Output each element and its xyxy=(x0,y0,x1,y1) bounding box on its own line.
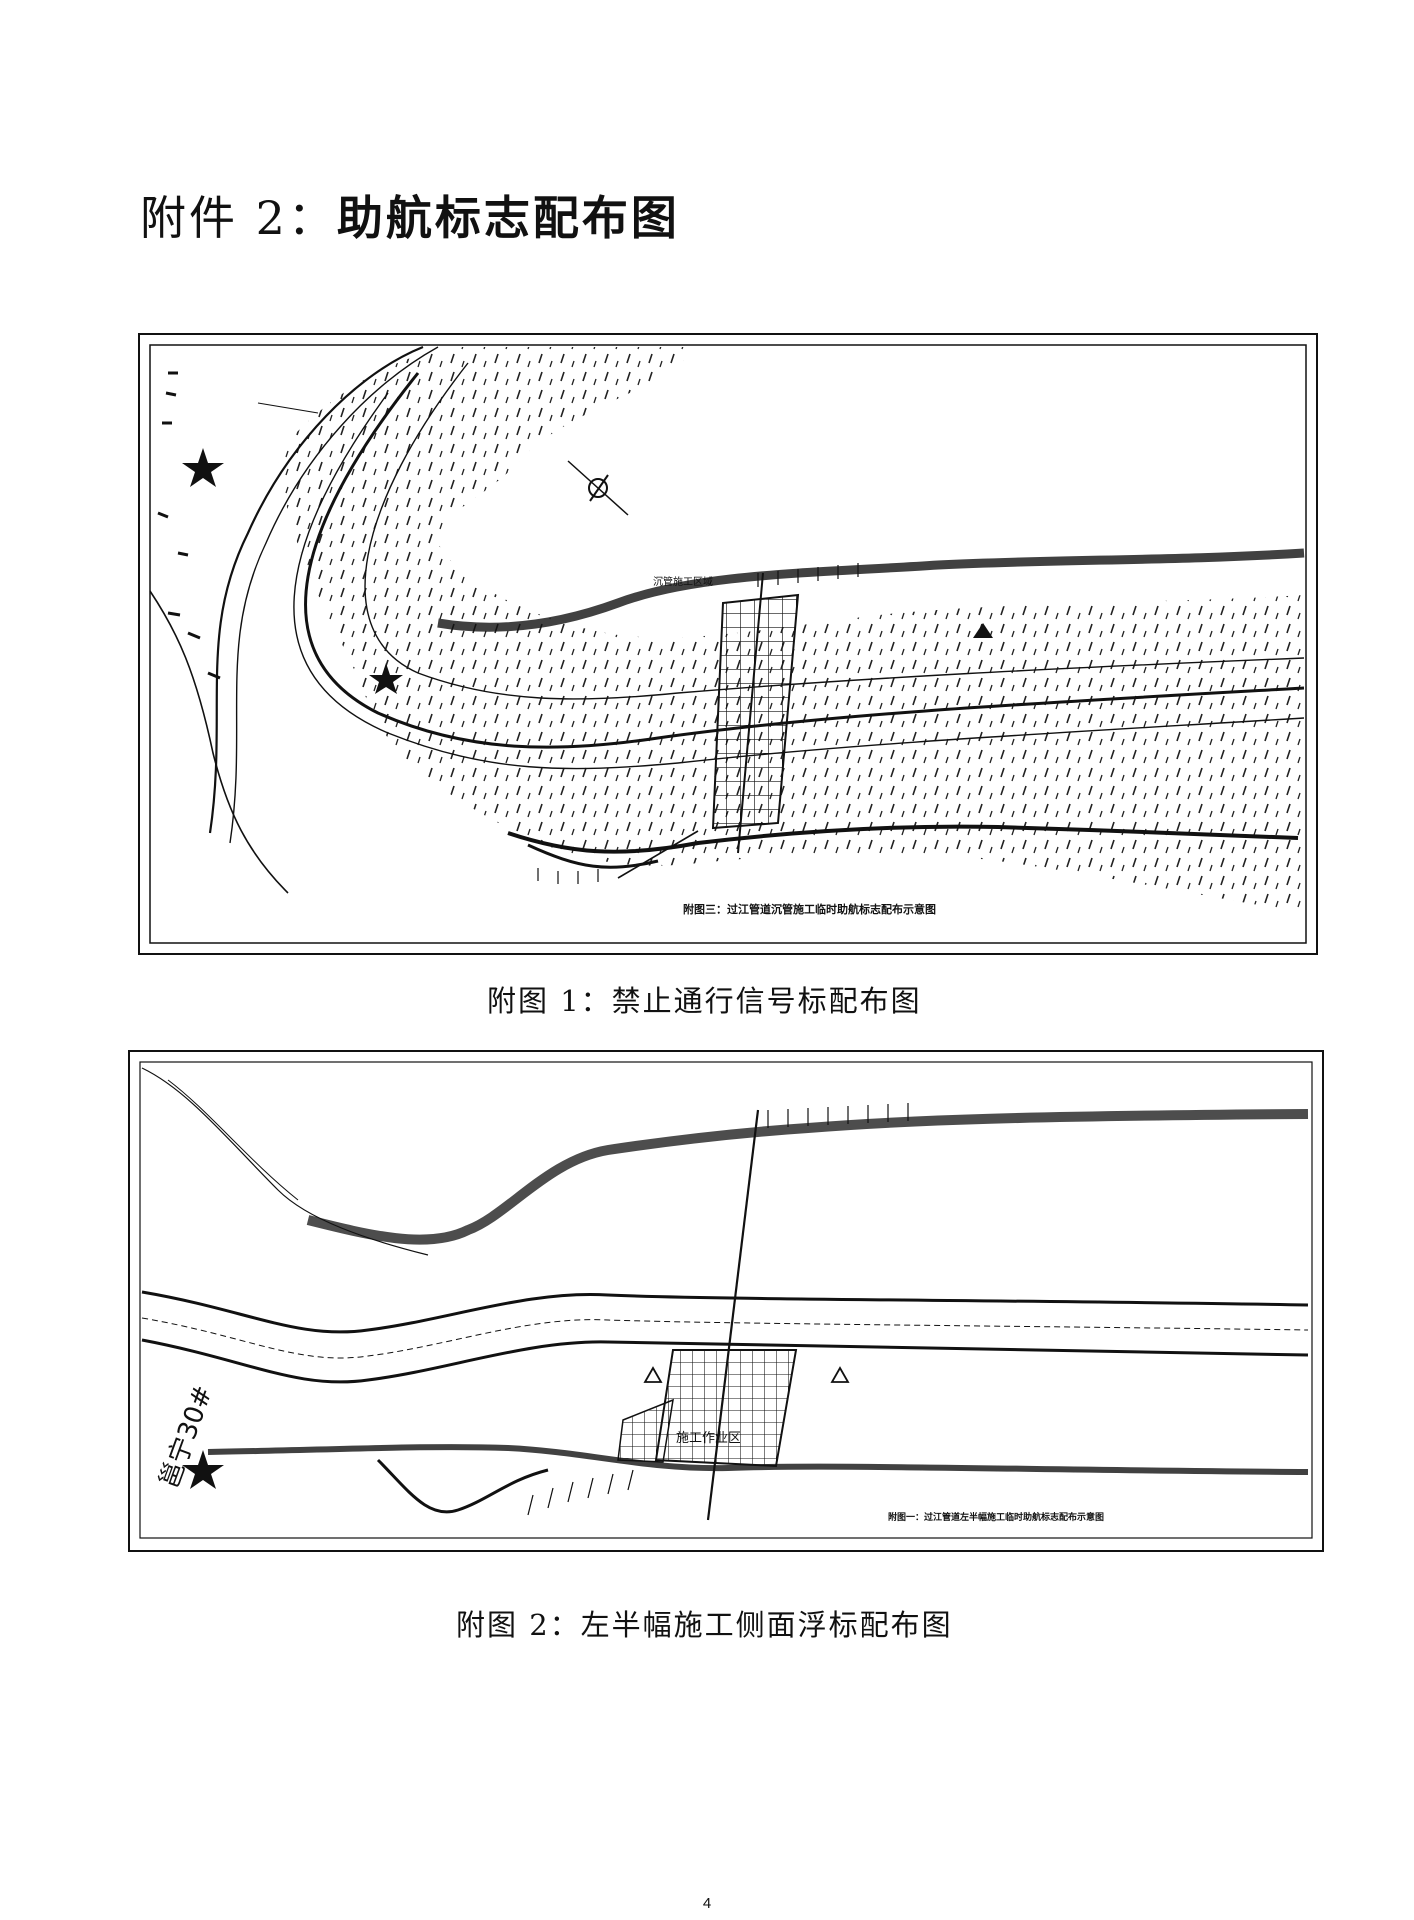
figure2-zone-label: 施工作业区 xyxy=(676,1431,741,1446)
figure2-map: 邕宁30# 施工作业区 附图一：过江管道左半幅施工临时助航标志配布示意图 xyxy=(128,1050,1324,1552)
figure1-zone-label: 沉管施工区域 xyxy=(653,575,713,588)
figure1-map-title: 附图三：过江管道沉管施工临时助航标志配布示意图 xyxy=(683,902,936,916)
heading-prefix: 附件 2： xyxy=(140,191,337,245)
figure2-map-title: 附图一：过江管道左半幅施工临时助航标志配布示意图 xyxy=(888,1511,1104,1523)
figure1-caption: 附图 1：禁止通行信号标配布图 xyxy=(487,984,922,1018)
figure1-map: 沉管施工区域 附图三：过江管道沉管施工临时助航标志配布示意图 xyxy=(138,333,1318,955)
figure2-caption: 附图 2：左半幅施工侧面浮标配布图 xyxy=(456,1608,953,1642)
page-number: 4 xyxy=(702,1895,712,1912)
heading-title: 助航标志配布图 xyxy=(336,191,680,245)
page-heading: 附件 2：助航标志配布图 xyxy=(140,182,680,248)
